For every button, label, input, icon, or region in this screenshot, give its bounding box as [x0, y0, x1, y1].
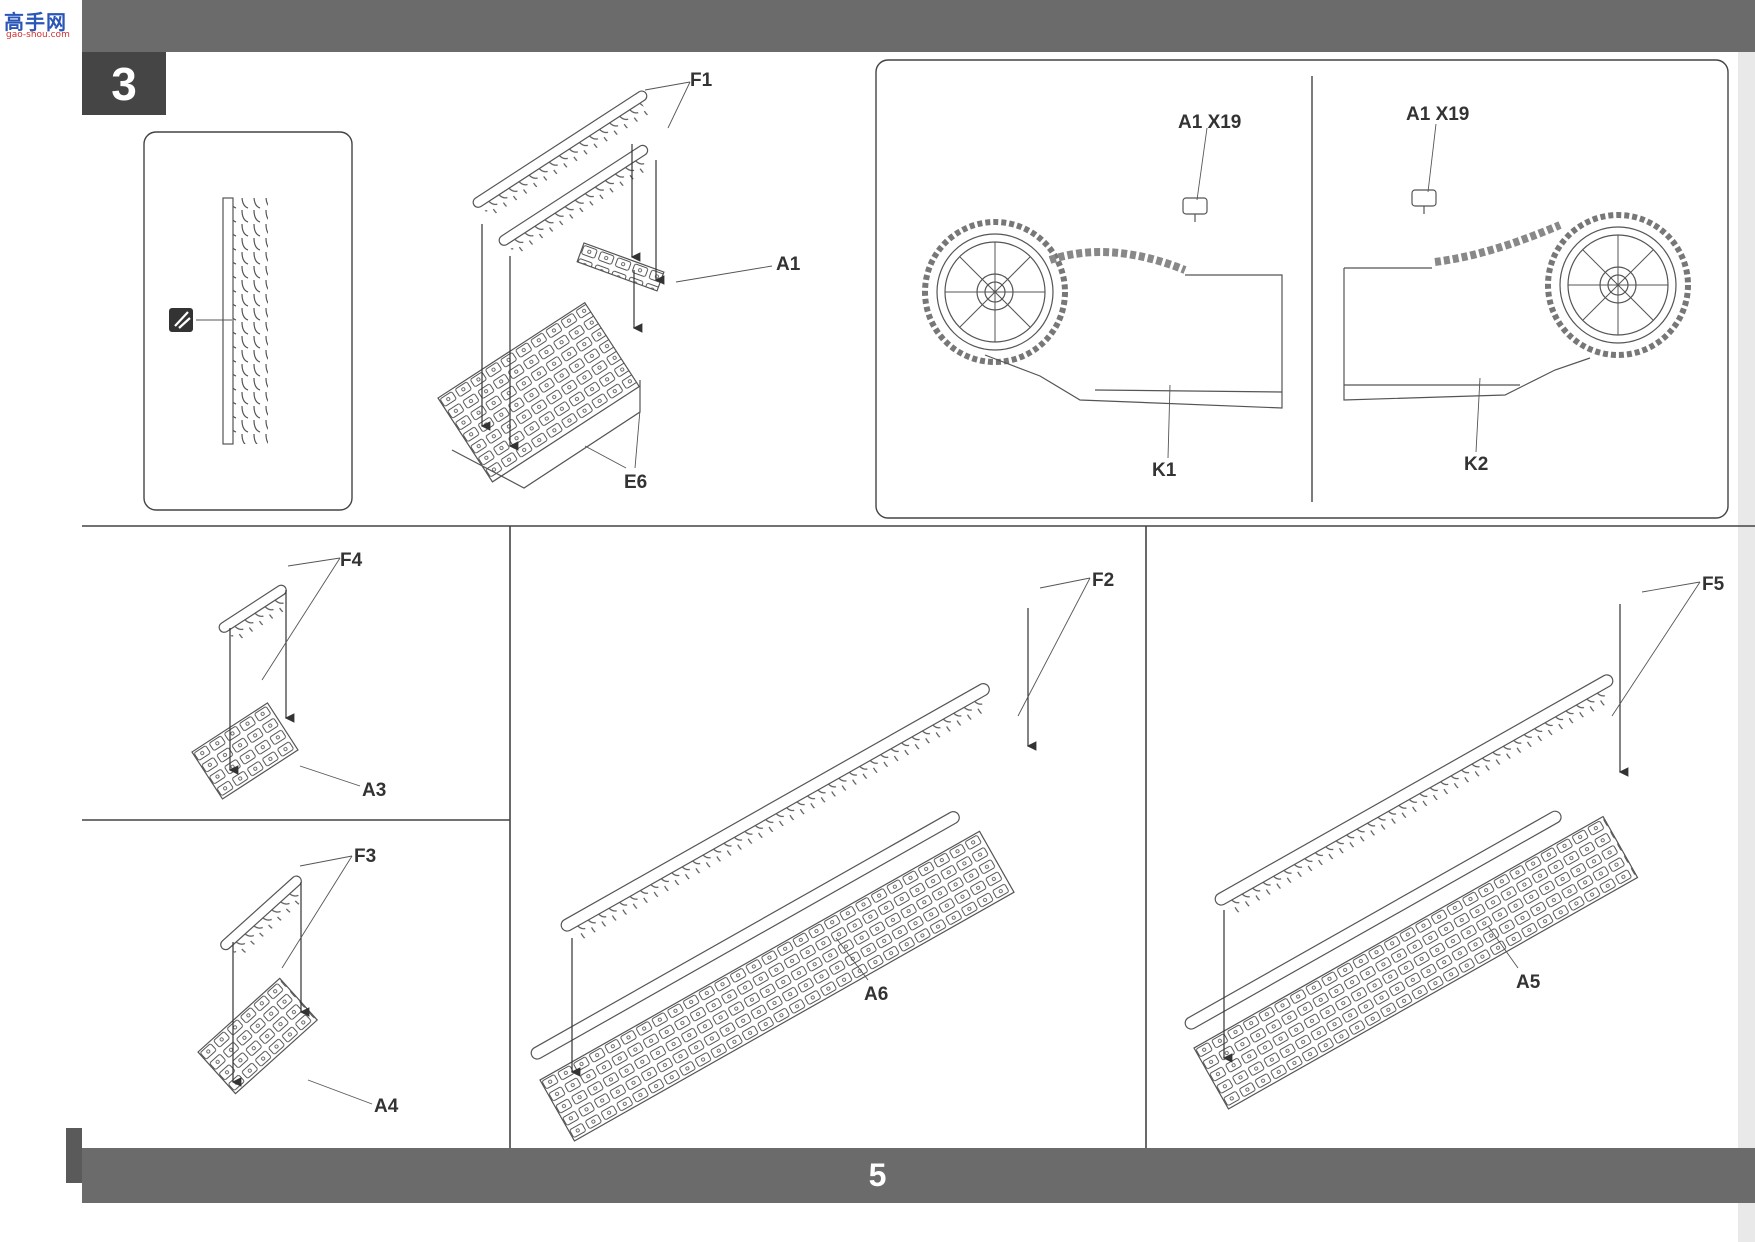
- scan-edge: [1738, 0, 1755, 1242]
- k1-drawing: [922, 127, 1283, 459]
- f4-a3-assembly: [191, 584, 299, 800]
- label-f1: F1: [690, 70, 713, 91]
- label-k1: K1: [1152, 460, 1177, 481]
- a1-link-k1: [1182, 197, 1208, 222]
- top-bar: [82, 0, 1755, 52]
- label-a6: A6: [864, 984, 889, 1005]
- f1-arrows: [480, 144, 665, 451]
- label-e6: E6: [624, 472, 648, 493]
- label-f3: F3: [354, 846, 377, 867]
- cutter-tool-panel: [143, 131, 353, 511]
- logo-text: 高手网: [4, 10, 67, 34]
- label-k1-callout: A1 X19: [1178, 112, 1242, 133]
- logo-subtext: gao-shou.com: [6, 30, 70, 40]
- step-number: 3: [82, 52, 166, 115]
- label-f2: F2: [1092, 570, 1115, 591]
- page-number: 5: [868, 1157, 887, 1193]
- label-a5: A5: [1516, 972, 1541, 993]
- k2-drawing: [1343, 123, 1691, 453]
- label-a4: A4: [374, 1096, 399, 1117]
- panel-dividers: [82, 525, 1755, 1148]
- f1-e6-assembly: [437, 90, 665, 489]
- side-cutter-icon: [169, 308, 193, 332]
- k1-k2-panel: [875, 59, 1729, 519]
- a1-link-k2: [1411, 189, 1437, 214]
- leader-lines: [584, 81, 773, 469]
- label-a3: A3: [362, 780, 387, 801]
- label-k2-callout: A1 X19: [1406, 104, 1470, 125]
- site-logo: 高手网 gao-shou.com: [4, 6, 80, 40]
- bottom-bar: [82, 1148, 1755, 1203]
- f5-a5-assembly: [1184, 674, 1639, 1110]
- label-f4: F4: [340, 550, 363, 571]
- label-a1: A1: [776, 254, 801, 275]
- f2-a6-assembly: [530, 683, 1015, 1142]
- binding-tab: [66, 1128, 82, 1183]
- label-f5: F5: [1702, 574, 1725, 595]
- f3-a4-assembly: [197, 875, 319, 1095]
- label-k2: K2: [1464, 454, 1489, 475]
